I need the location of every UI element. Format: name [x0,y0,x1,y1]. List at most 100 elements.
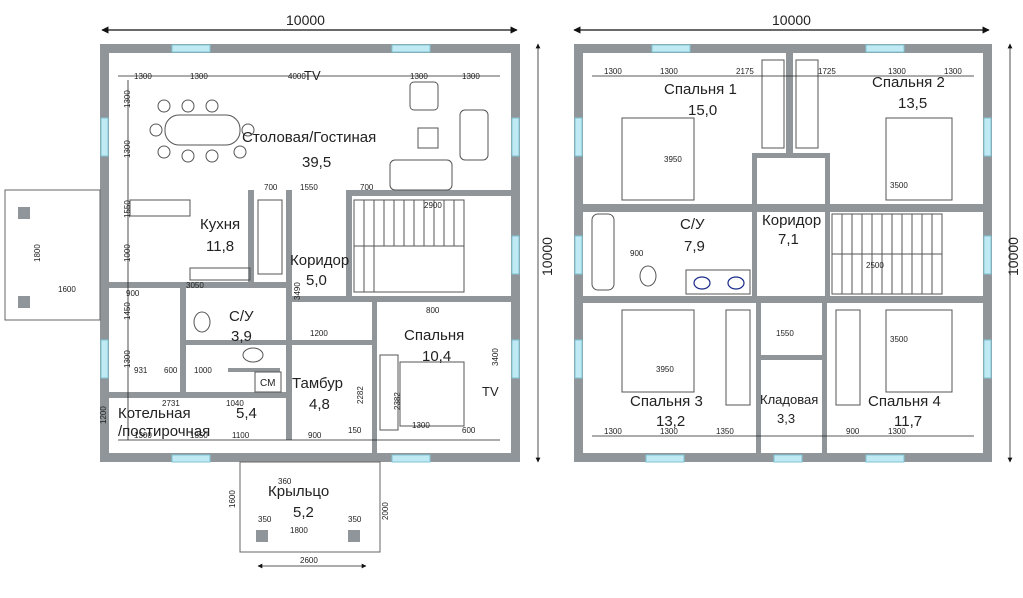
dimension-label: 900 [308,431,322,440]
wall [825,153,830,303]
room-name-storage: Кладовая [760,392,818,407]
room-area-bedroom: 10,4 [422,348,451,365]
floor1-width-label: 10000 [286,12,325,28]
dimension-label: 3050 [186,281,204,290]
room-name-boiler: Котельная [118,405,191,422]
room-area-bedroom4: 11,7 [894,413,922,430]
wall [186,340,286,345]
dimension-label: 1350 [190,431,208,440]
window [574,339,583,379]
bathtub [591,213,615,291]
dimension-label: 2600 [300,556,318,565]
window [773,454,803,463]
dimension-label: 1200 [99,406,108,424]
dimension-label: 2175 [736,67,754,76]
floor2-width-label: 10000 [772,12,811,28]
window [865,44,905,53]
sink [242,347,264,363]
room-name-bathroom: С/У [229,308,254,325]
room-name-kitchen: Кухня [200,216,240,233]
dimension-label: 1300 [660,67,678,76]
dimension-label: 1300 [190,72,208,81]
staircase [831,213,943,295]
room-name-bedroom3: Спальня 3 [630,393,703,410]
dimension-label: 1550 [300,183,318,192]
side-entrance [4,189,101,321]
room-area-corridor: 5,0 [306,272,327,289]
wall [292,340,372,345]
dimension-label: 3950 [664,155,682,164]
dimension-label: 1300 [888,427,906,436]
window [983,235,992,275]
window [983,117,992,157]
kitchen-counter [257,199,283,275]
tv-label: TV [482,384,499,399]
wall [372,302,377,453]
window [651,44,691,53]
floor-1-plan: 10000 [4,12,541,569]
dimension-label: 1300 [888,67,906,76]
dimension-label: 1300 [462,72,480,81]
wall [346,190,352,300]
dimension-label: 360 [278,477,292,486]
wall [752,153,830,158]
dimension-label: 2900 [424,201,442,210]
wardrobe [761,59,785,149]
washing-machine-label: СМ [260,378,275,389]
wall [352,190,512,196]
sofa-set [389,81,489,191]
dimension-label: 900 [846,427,860,436]
window [391,454,431,463]
bed [621,117,695,201]
wardrobe [795,59,819,149]
wall [180,288,186,398]
wall [100,44,520,53]
wall [248,190,254,282]
window [511,235,520,275]
wall [756,355,826,360]
dimension-label: 931 [134,366,148,375]
window [645,454,685,463]
dimension-label: 1600 [228,490,237,508]
room-area-living: 39,5 [302,154,331,171]
dimension-label: 3950 [656,365,674,374]
window [100,339,109,379]
window [983,339,992,379]
dimension-label: 600 [164,366,178,375]
floor2-height-label: 10000 [1005,237,1021,276]
wall [583,204,983,212]
dimension-label: 1300 [123,140,132,158]
room-area-bathroom2: 7,9 [684,238,705,255]
dimension-label: 700 [360,183,374,192]
washing-machine [254,371,282,393]
dimension-label: 1200 [310,329,328,338]
window [171,454,211,463]
window [574,117,583,157]
kitchen-counter [189,267,251,281]
dimension-label: 900 [630,249,644,258]
room-name-living: Столовая/Гостиная [242,129,376,146]
dimension-label: 3500 [890,335,908,344]
floor-2-plan: 10000 [573,12,1021,463]
room-name-corridor: Коридор [290,252,349,269]
room-name-bedroom: Спальня [404,327,464,344]
room-area-vestibule: 4,8 [309,396,330,413]
dimension-label: 1000 [123,244,132,262]
dimension-label: 1550 [123,200,132,218]
window [574,235,583,275]
dimension-label: 1725 [818,67,836,76]
dimension-label: 1300 [123,90,132,108]
room-name-bedroom2: Спальня 2 [872,74,945,91]
room-area-kitchen: 11,8 [206,238,234,255]
dimension-label: 1300 [123,350,132,368]
dimension-label: 1300 [134,72,152,81]
dimension-label: 1300 [604,427,622,436]
dimension-label: 150 [348,426,362,435]
dimension-label: 2000 [381,502,390,520]
wall [756,303,761,453]
window [100,117,109,157]
room-area-corridor2: 7,1 [778,231,799,248]
dimension-label: 1100 [232,431,250,440]
sink [727,276,745,290]
